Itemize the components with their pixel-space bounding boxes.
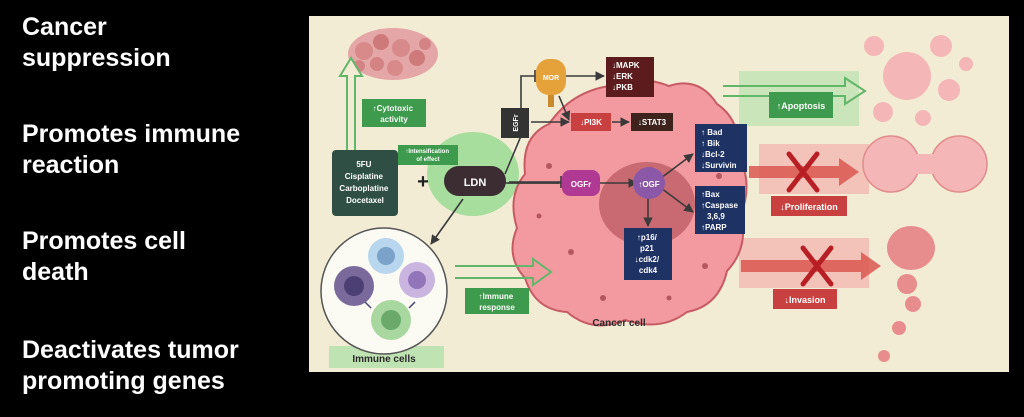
ogfr-label: OGFr	[571, 180, 591, 189]
cytotoxic-label-box	[362, 99, 426, 127]
bax-line-4: ↑PARP	[701, 223, 727, 232]
sidebar: Cancer suppression Promotes immune react…	[0, 0, 305, 417]
cytotoxic-line-2: activity	[380, 115, 408, 124]
bax-line-3: 3,6,9	[707, 212, 725, 221]
arrow-immune-response	[455, 257, 553, 287]
svg-text:↑Immune response: ↑Immune response	[479, 292, 516, 312]
bad-line-3: ↓Bcl-2	[701, 150, 725, 159]
intensification-line-2: of effect	[416, 157, 439, 163]
arrow-apoptosis	[723, 76, 867, 106]
immune-response-line-2: response	[479, 303, 515, 312]
svg-text:↑Cytotoxic activity: ↑Cytotoxic activity	[373, 104, 416, 124]
svg-text:↑p16/ p21 ↓cdk2/ c: ↑p16/ p21 ↓cdk2/ cdk4	[635, 233, 662, 275]
arrow-ogf-bax	[660, 187, 694, 213]
pi3k-label: ↓PI3K	[580, 118, 602, 127]
intensification-label-box	[398, 145, 458, 165]
dividing-cell-icon	[862, 135, 988, 193]
immune-response-line-1: ↑Immune	[479, 292, 514, 301]
mor-receptor	[536, 59, 566, 95]
diagram-panel: 5FU Cisplatine Carboplatine Docetaxel + …	[309, 16, 1009, 372]
proliferation-label-box	[771, 196, 847, 216]
bad-line-4: ↓Survivin	[701, 161, 737, 170]
egfr-receptor	[501, 108, 529, 138]
svg-text:↓MAPK ↓ERK ↓PKB: ↓MAPK ↓ERK ↓PKB	[612, 61, 642, 92]
block-proliferation-icon	[786, 151, 820, 193]
drug-combination-box	[332, 150, 398, 216]
pi3k-box	[571, 113, 611, 131]
bad-line-1: ↑ Bad	[701, 128, 722, 137]
p16-line-1: ↑p16/	[637, 233, 658, 242]
bax-caspase-box	[695, 186, 745, 234]
bad-bik-box	[695, 124, 747, 172]
inhibit-ldn-mor	[504, 75, 535, 175]
cytotoxic-arrow	[338, 56, 364, 160]
bax-line-1: ↑Bax	[701, 190, 720, 199]
invasive-cells-icon	[878, 226, 935, 362]
bax-line-2: ↑Caspase	[701, 201, 738, 210]
arrow-invasion	[741, 252, 881, 280]
sidebar-item-immune-reaction: Promotes immune reaction	[22, 120, 241, 179]
immune-response-label-box	[465, 288, 529, 314]
egfr-label: EGFr	[513, 114, 520, 131]
sidebar-item-cell-death: Promotes cell death	[22, 227, 186, 286]
invasion-label-box	[773, 289, 837, 309]
plus-sign: +	[417, 171, 429, 193]
mor-stem	[548, 95, 554, 107]
drug-cisplatine: Cisplatine	[345, 172, 384, 181]
apoptotic-cell-icon	[864, 35, 973, 126]
sidebar-item-tumor-genes: Deactivates tumor promoting genes	[22, 336, 239, 395]
ogfr-receptor	[562, 170, 600, 196]
block-invasion-icon	[800, 245, 834, 287]
mapk-line-1: ↓MAPK	[612, 61, 640, 70]
svg-text:↑Intensification of effect: ↑Intensification of effect	[405, 149, 450, 163]
mapk-line-3: ↓PKB	[612, 83, 633, 92]
p16-line-3: ↓cdk2/	[635, 255, 660, 264]
invasion-label: ↓Invasion	[784, 295, 825, 305]
proliferation-label: ↓Proliferation	[780, 202, 838, 212]
arrow-ldn-immune	[430, 198, 464, 245]
immune-cells-label: Immune cells	[352, 354, 416, 365]
cancer-cell-label: Cancer cell	[592, 318, 646, 329]
ogf-node	[633, 167, 665, 199]
svg-text:↑ Bad ↑ Bik ↓Bcl-2: ↑ Bad ↑ Bik ↓Bcl-2 ↓Survivin	[701, 128, 737, 170]
svg-text:↑Bax ↑Caspase 3,6,9: ↑Bax ↑Caspase 3,6,9 ↑PARP	[701, 190, 740, 232]
intensification-line-1: ↑Intensification	[405, 149, 449, 155]
cytotoxic-line-1: ↑Cytotoxic	[373, 104, 414, 113]
svg-text:5FU Cisplatine Carbopl: 5FU Cisplatine Carboplatine Docetaxel	[339, 160, 390, 205]
bad-line-2: ↑ Bik	[701, 139, 720, 148]
ldn-label: LDN	[464, 177, 487, 189]
immune-cells-group	[320, 227, 448, 355]
drug-carboplatine: Carboplatine	[339, 184, 388, 193]
mor-label: MOR	[543, 75, 559, 82]
drug-docetaxel: Docetaxel	[346, 196, 384, 205]
sidebar-item-cancer-suppression: Cancer suppression	[22, 13, 171, 72]
p16-line-2: p21	[640, 244, 654, 253]
immune-cells-icon	[334, 238, 435, 340]
arrow-mor-pi3k	[558, 95, 571, 121]
ldn-node	[444, 166, 506, 196]
mapk-box	[606, 57, 654, 97]
arrow-ogf-bad	[660, 153, 694, 179]
highlight-immune	[329, 346, 444, 368]
drug-5fu: 5FU	[356, 160, 371, 169]
p16-cdk-box	[624, 228, 672, 280]
apoptosis-label-box	[769, 92, 833, 118]
stat3-box	[631, 113, 673, 131]
mapk-line-2: ↓ERK	[612, 72, 633, 81]
ogf-label: ↑OGF	[638, 180, 659, 189]
apoptosis-label: ↑Apoptosis	[777, 101, 826, 111]
stat3-label: ↓STAT3	[638, 118, 667, 127]
tumor-cluster-icon	[348, 28, 438, 80]
p16-line-4: cdk4	[639, 266, 658, 275]
